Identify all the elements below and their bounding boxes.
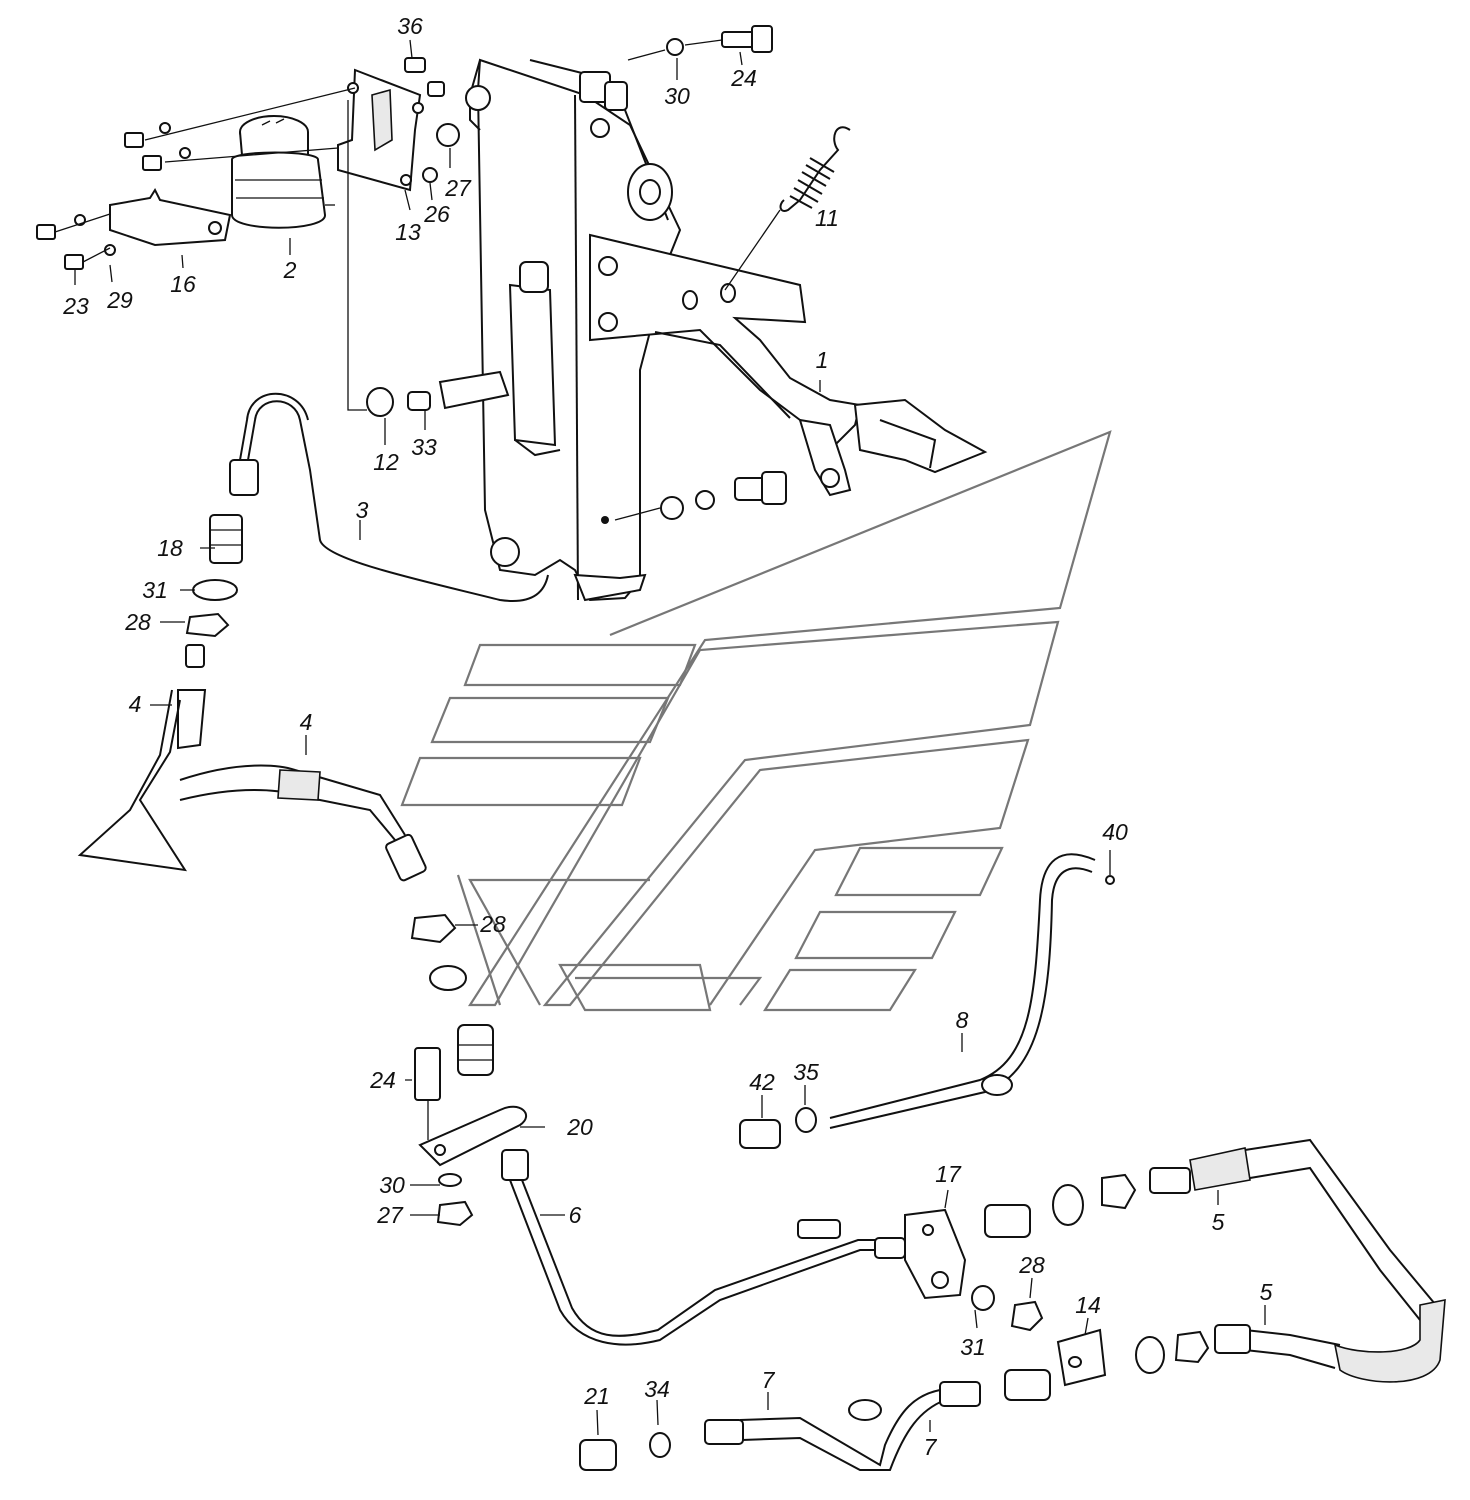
callout-31: 31 — [142, 577, 168, 603]
callout-36: 36 — [397, 13, 423, 39]
callout-26: 26 — [423, 201, 450, 227]
callout-31-right: 31 — [960, 1334, 986, 1360]
callout-7-left: 7 — [762, 1367, 776, 1393]
pipe-8 — [739, 853, 1115, 1149]
callout-5-upper: 5 — [1212, 1209, 1225, 1235]
callout-2: 2 — [283, 257, 297, 283]
callout-28-mid: 28 — [479, 911, 506, 937]
callout-21: 21 — [583, 1383, 610, 1409]
callout-29: 29 — [106, 287, 133, 313]
pedal-arm — [589, 233, 988, 521]
callout-23: 23 — [62, 293, 89, 319]
callout-14: 14 — [1075, 1292, 1101, 1318]
callout-33: 33 — [411, 434, 437, 460]
callout-8: 8 — [956, 1007, 969, 1033]
callout-42: 42 — [749, 1069, 775, 1095]
hose-5 — [1004, 1138, 1446, 1401]
callout-3: 3 — [356, 497, 369, 523]
pipe-6 — [501, 1149, 906, 1346]
hose-4 — [77, 689, 427, 882]
return-spring — [724, 126, 851, 291]
callout-28: 28 — [124, 609, 151, 635]
fluid-reservoir — [230, 115, 335, 229]
callout-28-right: 28 — [1018, 1252, 1045, 1278]
callout-30: 30 — [664, 83, 690, 109]
callout-5-lower: 5 — [1260, 1279, 1273, 1305]
fasteners-top — [36, 25, 773, 417]
callout-16: 16 — [170, 271, 196, 297]
callout-24-bottom: 24 — [369, 1067, 396, 1093]
pedal-bracket — [465, 58, 682, 602]
callout-13: 13 — [395, 219, 421, 245]
callout-20: 20 — [566, 1114, 593, 1140]
callout-labels: 36 30 24 27 26 13 11 2 16 23 29 1 12 33 … — [62, 13, 1272, 1460]
bracket-13 — [337, 68, 424, 192]
callout-6: 6 — [569, 1202, 582, 1228]
leader-lines — [74, 39, 1266, 1436]
callout-1: 1 — [816, 347, 829, 373]
callout-35: 35 — [793, 1059, 819, 1085]
hose-7 — [579, 1381, 981, 1471]
callout-12: 12 — [373, 449, 399, 475]
pipe-3 — [229, 392, 549, 602]
callout-34: 34 — [644, 1376, 670, 1402]
callout-40: 40 — [1102, 819, 1128, 845]
bracket-17 — [904, 1173, 1137, 1332]
callout-30-bottom: 30 — [379, 1172, 405, 1198]
callout-24: 24 — [730, 65, 757, 91]
callout-27: 27 — [444, 175, 472, 201]
callout-17: 17 — [935, 1161, 962, 1187]
watermark-logo — [400, 430, 1112, 1012]
fittings-middle — [410, 913, 528, 1227]
fittings-left — [177, 514, 243, 750]
callout-4-mid: 4 — [300, 709, 313, 735]
callout-18: 18 — [157, 535, 183, 561]
callout-27-bottom: 27 — [376, 1202, 404, 1228]
bracket-16 — [109, 187, 232, 247]
callout-7-right: 7 — [924, 1434, 938, 1460]
callout-4: 4 — [129, 691, 142, 717]
callout-11: 11 — [815, 205, 839, 231]
